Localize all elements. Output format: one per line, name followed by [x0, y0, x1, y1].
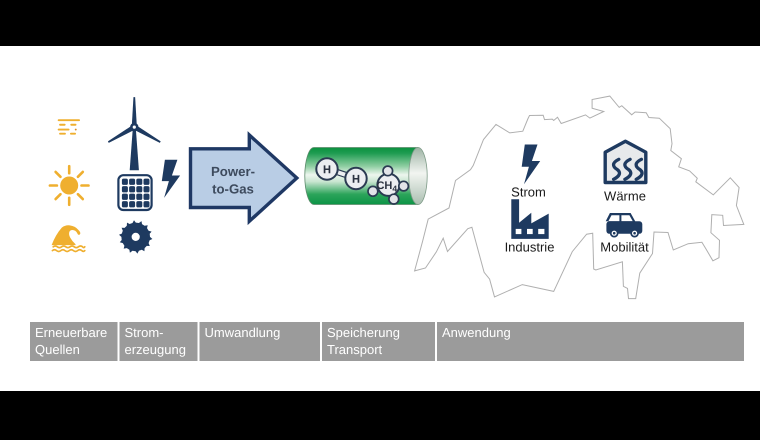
svg-text:Quellen: Quellen [35, 342, 80, 357]
svg-text:Industrie: Industrie [505, 240, 555, 255]
svg-text:Strom-: Strom- [125, 325, 164, 340]
svg-text:Mobilität: Mobilität [600, 240, 649, 255]
svg-text:Umwandlung: Umwandlung [205, 325, 281, 340]
svg-text:Speicherung: Speicherung [327, 325, 400, 340]
svg-text:Transport: Transport [327, 342, 383, 357]
svg-text:Erneuerbare: Erneuerbare [35, 325, 107, 340]
svg-text:erzeugung: erzeugung [125, 342, 186, 357]
svg-text:to-Gas: to-Gas [212, 181, 254, 196]
svg-text:CH4: CH4 [376, 180, 397, 193]
svg-text:Power-: Power- [211, 164, 255, 179]
svg-text:Wärme: Wärme [604, 189, 646, 204]
svg-text:Anwendung: Anwendung [442, 325, 511, 340]
svg-text:Strom: Strom [511, 185, 546, 200]
